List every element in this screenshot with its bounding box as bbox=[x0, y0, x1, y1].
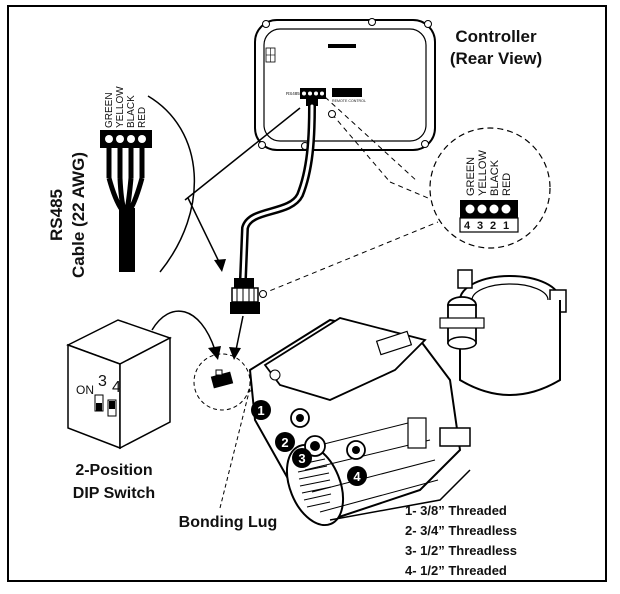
cable-label-line2: Cable (22 AWG) bbox=[69, 152, 88, 278]
port-callouts: 1 2 3 4 bbox=[251, 400, 367, 486]
port-callout-1: 1 bbox=[257, 403, 264, 418]
bonding-lug-label: Bonding Lug bbox=[179, 514, 278, 531]
dip-label-line1: 2-Position bbox=[75, 462, 152, 479]
port-callout-4: 4 bbox=[353, 469, 361, 484]
legend-item-3: 3- 1/2” Threadless bbox=[405, 543, 517, 558]
frame-border bbox=[7, 5, 607, 582]
controller-title-line1: Controller bbox=[455, 27, 537, 46]
cable-connector-plug bbox=[230, 278, 260, 314]
detail-wire-label-black: BLACK bbox=[489, 159, 501, 196]
board-connector bbox=[210, 371, 234, 389]
rs485-port-label: RS485 bbox=[286, 91, 300, 96]
legend-item-2: 2- 3/4” Threadless bbox=[405, 523, 517, 538]
connector-detail-callout bbox=[429, 127, 551, 249]
cable-wire-label-red: RED bbox=[137, 107, 148, 128]
dip-position-4: 4 bbox=[112, 379, 121, 396]
legend-item-1: 1- 3/8” Threaded bbox=[405, 503, 507, 518]
cable-wire-label-black: BLACK bbox=[126, 95, 137, 128]
port-legend: 1- 3/8” Threaded 2- 3/4” Threadless 3- 1… bbox=[405, 503, 517, 578]
legend-item-4: 4- 1/2” Threaded bbox=[405, 563, 507, 578]
dip-position-3: 3 bbox=[98, 373, 107, 390]
remote-port-label: REMOTE CONTROL bbox=[332, 99, 366, 103]
detail-pin-3: 3 bbox=[477, 220, 483, 232]
cable-end-wires bbox=[100, 130, 152, 272]
pump-illustration bbox=[248, 269, 567, 527]
detail-wire-label-green: GREEN bbox=[465, 157, 477, 196]
cable-wire-label-green: GREEN bbox=[104, 92, 115, 128]
port-callout-3: 3 bbox=[298, 451, 305, 466]
detail-pin-2: 2 bbox=[490, 220, 496, 232]
detail-wire-label-yellow: YELLOW bbox=[477, 150, 489, 196]
cable-label-line1: RS485 bbox=[47, 189, 66, 241]
controller-title-line2: (Rear View) bbox=[450, 49, 542, 68]
detail-pin-4: 4 bbox=[464, 220, 471, 232]
dip-on-label: ON bbox=[76, 383, 94, 397]
controller-rear-view: RS485 REMOTE CONTROL bbox=[254, 18, 436, 151]
port-callout-2: 2 bbox=[281, 435, 288, 450]
cable-wire-label-yellow: YELLOW bbox=[115, 86, 126, 128]
dip-label-line2: DIP Switch bbox=[73, 485, 155, 502]
dip-location-callout bbox=[193, 353, 251, 411]
dip-switch-illustration bbox=[66, 319, 172, 450]
detail-pin-1: 1 bbox=[503, 220, 509, 232]
detail-wire-label-red: RED bbox=[501, 173, 513, 196]
